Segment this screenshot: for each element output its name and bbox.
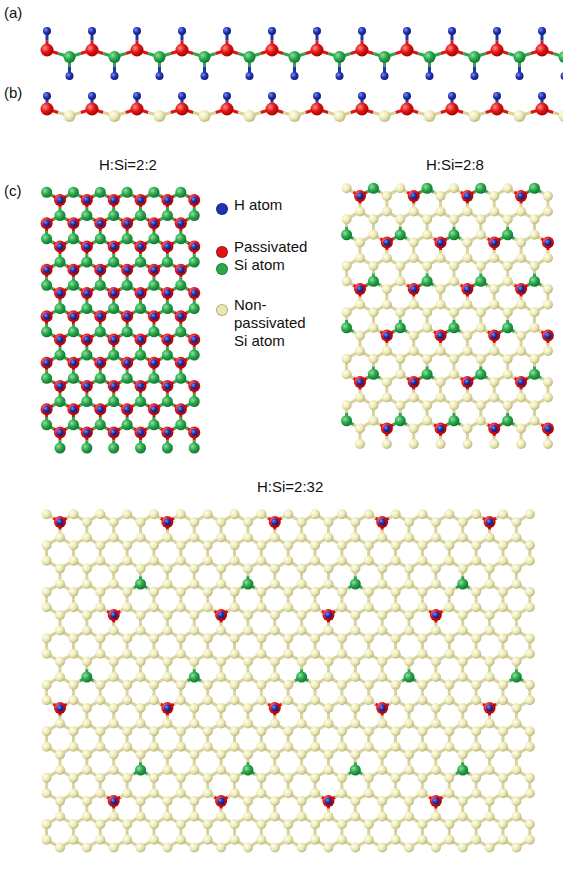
silicene-illustration	[0, 0, 563, 869]
